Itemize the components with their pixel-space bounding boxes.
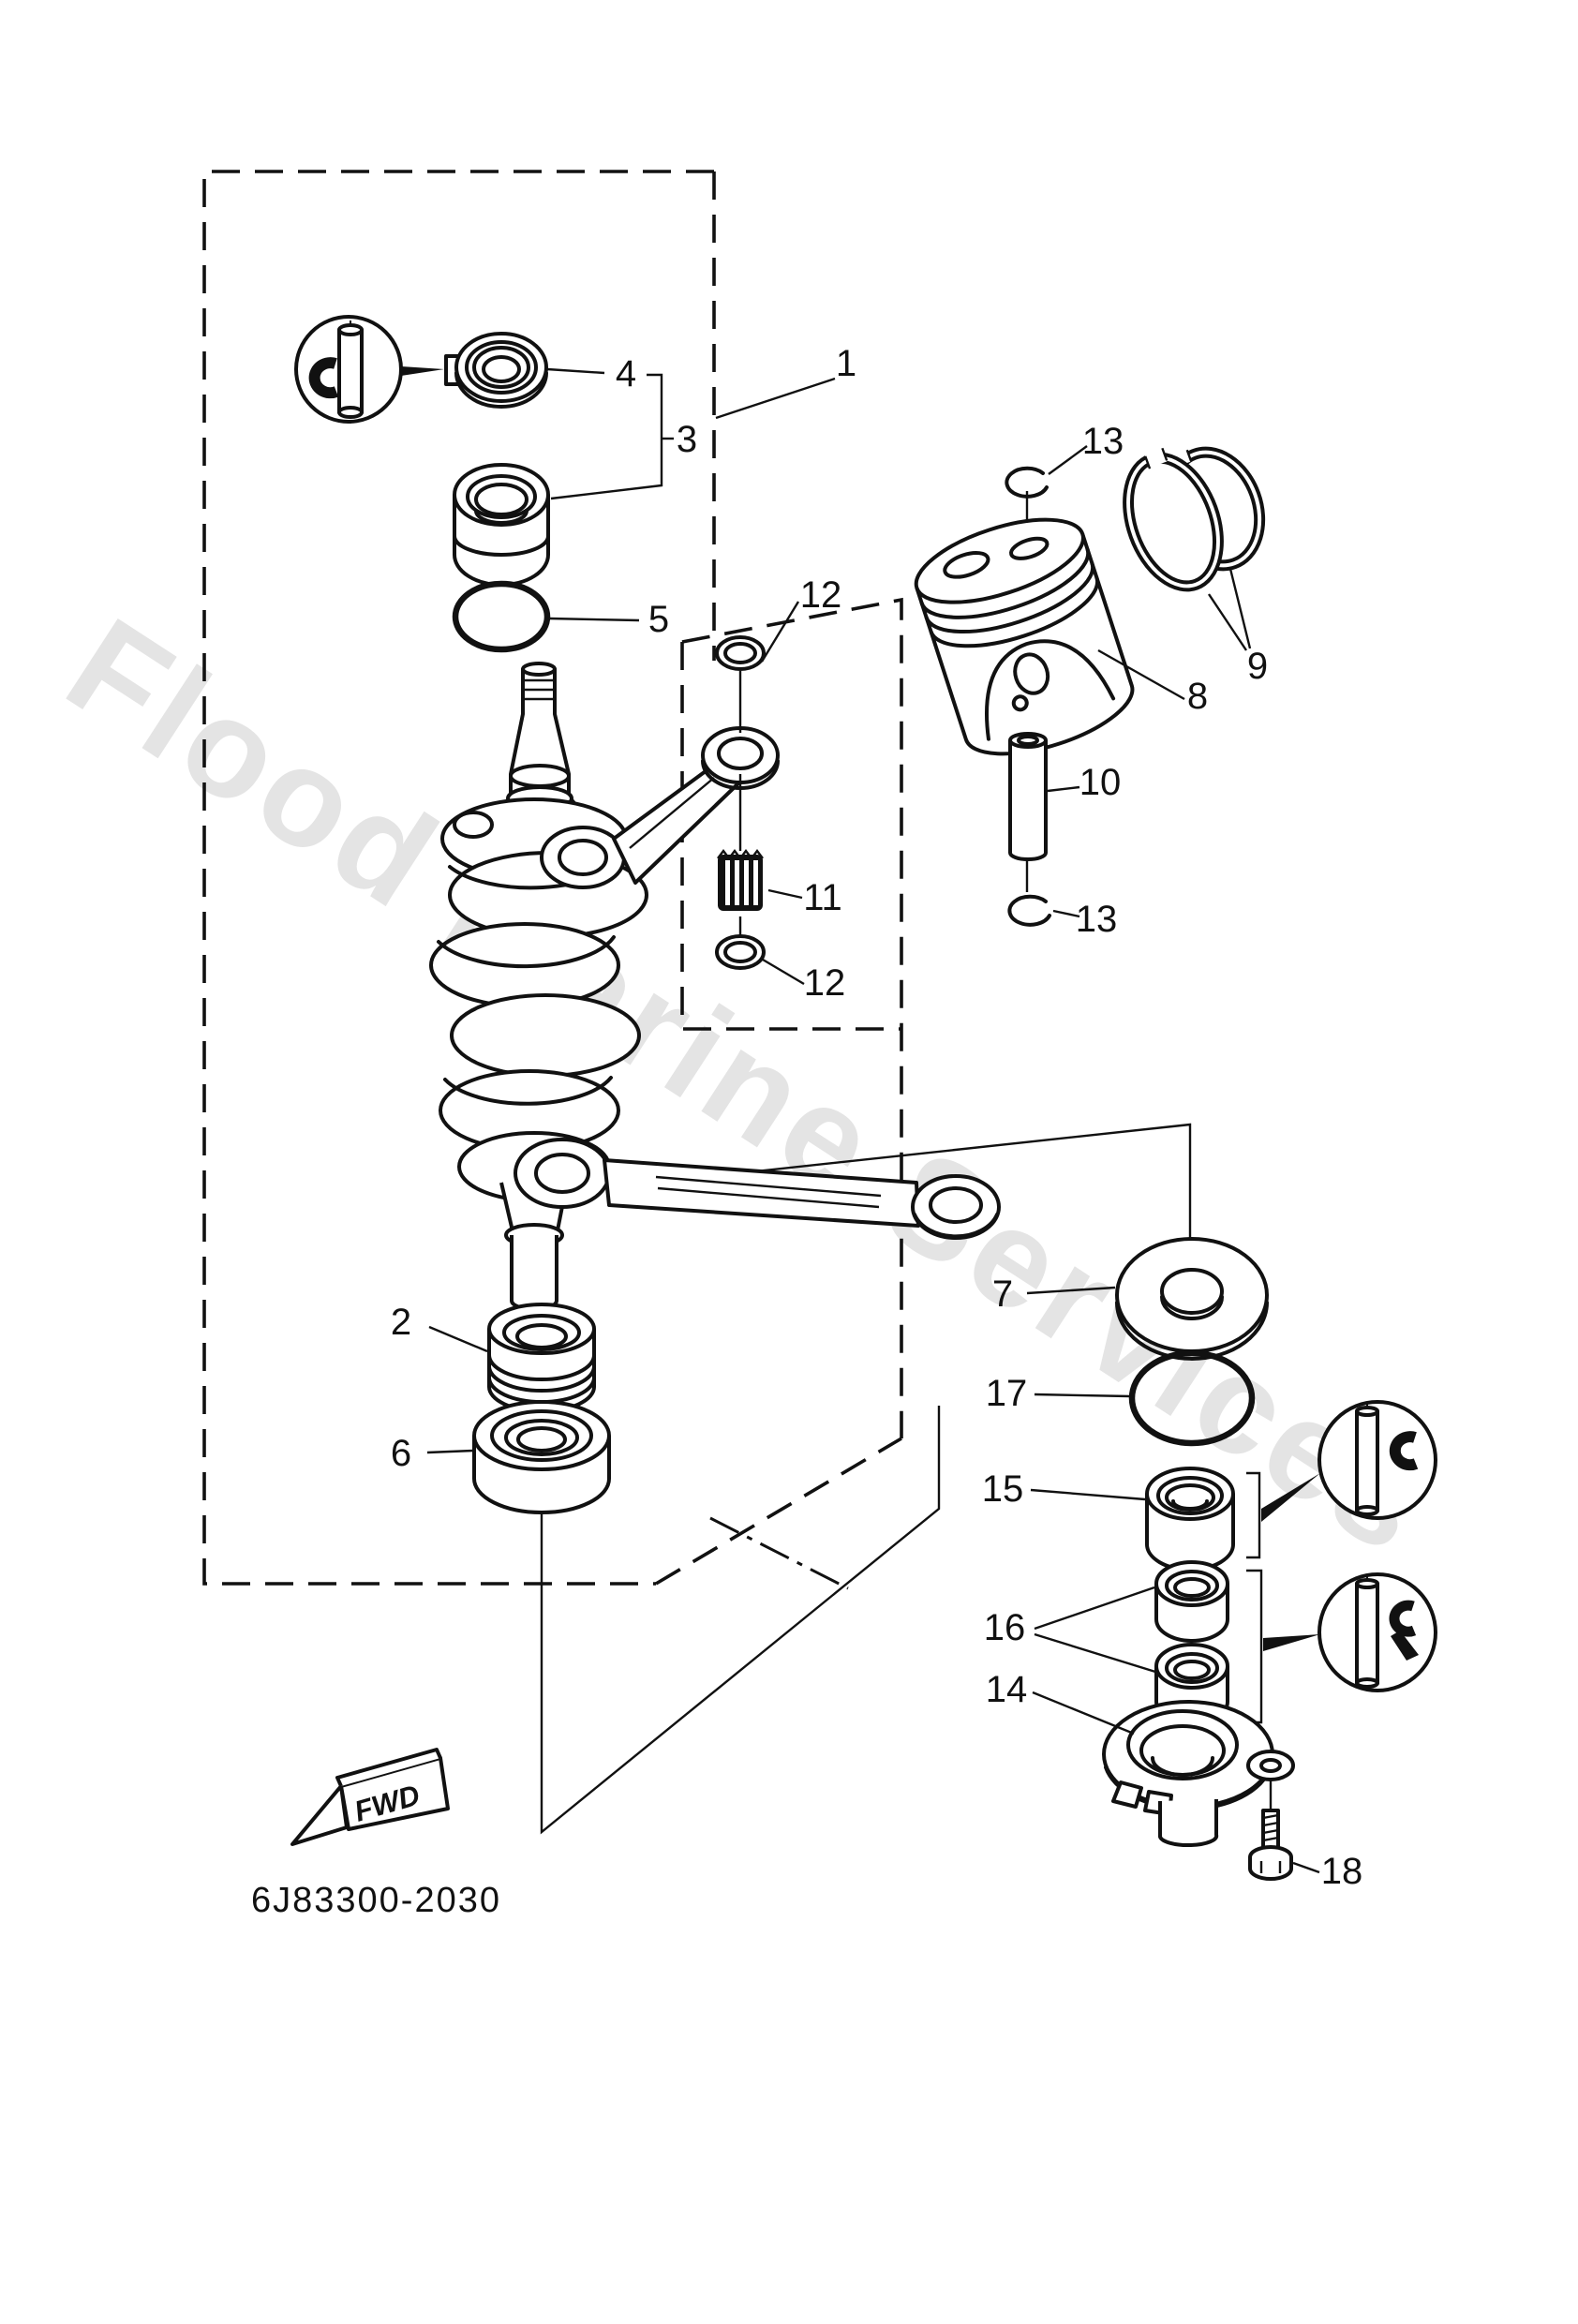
callout-7: 7 — [992, 1274, 1013, 1315]
callout-10: 10 — [1079, 762, 1122, 803]
callout-18: 18 — [1321, 1851, 1363, 1892]
bearing-cup — [453, 463, 550, 587]
seal-housing — [1032, 1691, 1295, 1848]
callout-16: 16 — [984, 1607, 1026, 1648]
pointer-lines — [540, 377, 1192, 1835]
o-ring-17 — [1034, 1349, 1256, 1447]
dashed-group-boxes — [202, 170, 903, 1586]
bearing-small — [454, 332, 605, 409]
callout-1: 1 — [836, 343, 856, 384]
oil-seal-16-upper — [1154, 1560, 1229, 1643]
fwd-arrow-icon: FWD — [290, 1748, 450, 1846]
centerline-segment — [709, 1516, 849, 1590]
callout-15: 15 — [982, 1468, 1024, 1510]
callout-13: 13 — [1082, 421, 1124, 462]
piston — [914, 517, 1135, 756]
oil-seal-15 — [1030, 1467, 1320, 1572]
callout-5: 5 — [648, 599, 669, 640]
circlip-bottom — [1007, 894, 1080, 927]
seal-lip-icon — [1389, 1431, 1419, 1471]
callout-6: 6 — [391, 1433, 411, 1474]
callout-12: 12 — [800, 574, 842, 616]
o-ring-12-upper — [715, 601, 800, 671]
callout-9: 9 — [1247, 646, 1268, 687]
callout-2: 2 — [391, 1302, 411, 1343]
callout-14: 14 — [986, 1669, 1028, 1710]
callout-3: 3 — [677, 419, 697, 460]
circlip-top — [1005, 445, 1088, 530]
bearing-ribbed — [428, 1303, 596, 1413]
callout-12: 12 — [804, 962, 846, 1004]
seal-lip-icon — [1389, 1600, 1417, 1637]
o-ring-12-lower — [715, 934, 805, 986]
piston-pin — [1008, 732, 1080, 892]
bracket-3 — [550, 373, 674, 500]
leader-8 — [1097, 648, 1185, 701]
drawing-number: 6J83300-2030 — [251, 1881, 501, 1920]
o-ring-large — [452, 580, 640, 653]
callout-8: 8 — [1187, 676, 1208, 717]
connecting-rod-lower — [514, 1138, 1001, 1240]
detail-circle-seal-16 — [1317, 1572, 1437, 1692]
callout-11: 11 — [803, 877, 842, 918]
callout-4: 4 — [616, 353, 636, 395]
clip-section-icon — [308, 357, 339, 399]
bolt — [1248, 1780, 1320, 1881]
pointer-arrow-icon — [401, 354, 464, 386]
detail-circle-pin-clip — [294, 315, 403, 424]
callout-13: 13 — [1076, 899, 1118, 940]
piston-rings — [1123, 446, 1266, 651]
connecting-rod-upper — [540, 726, 780, 889]
detail-circle-seal-15 — [1317, 1400, 1437, 1520]
callout-17: 17 — [986, 1373, 1028, 1414]
needle-bearing — [717, 849, 803, 911]
bearing-ball — [426, 1400, 611, 1514]
